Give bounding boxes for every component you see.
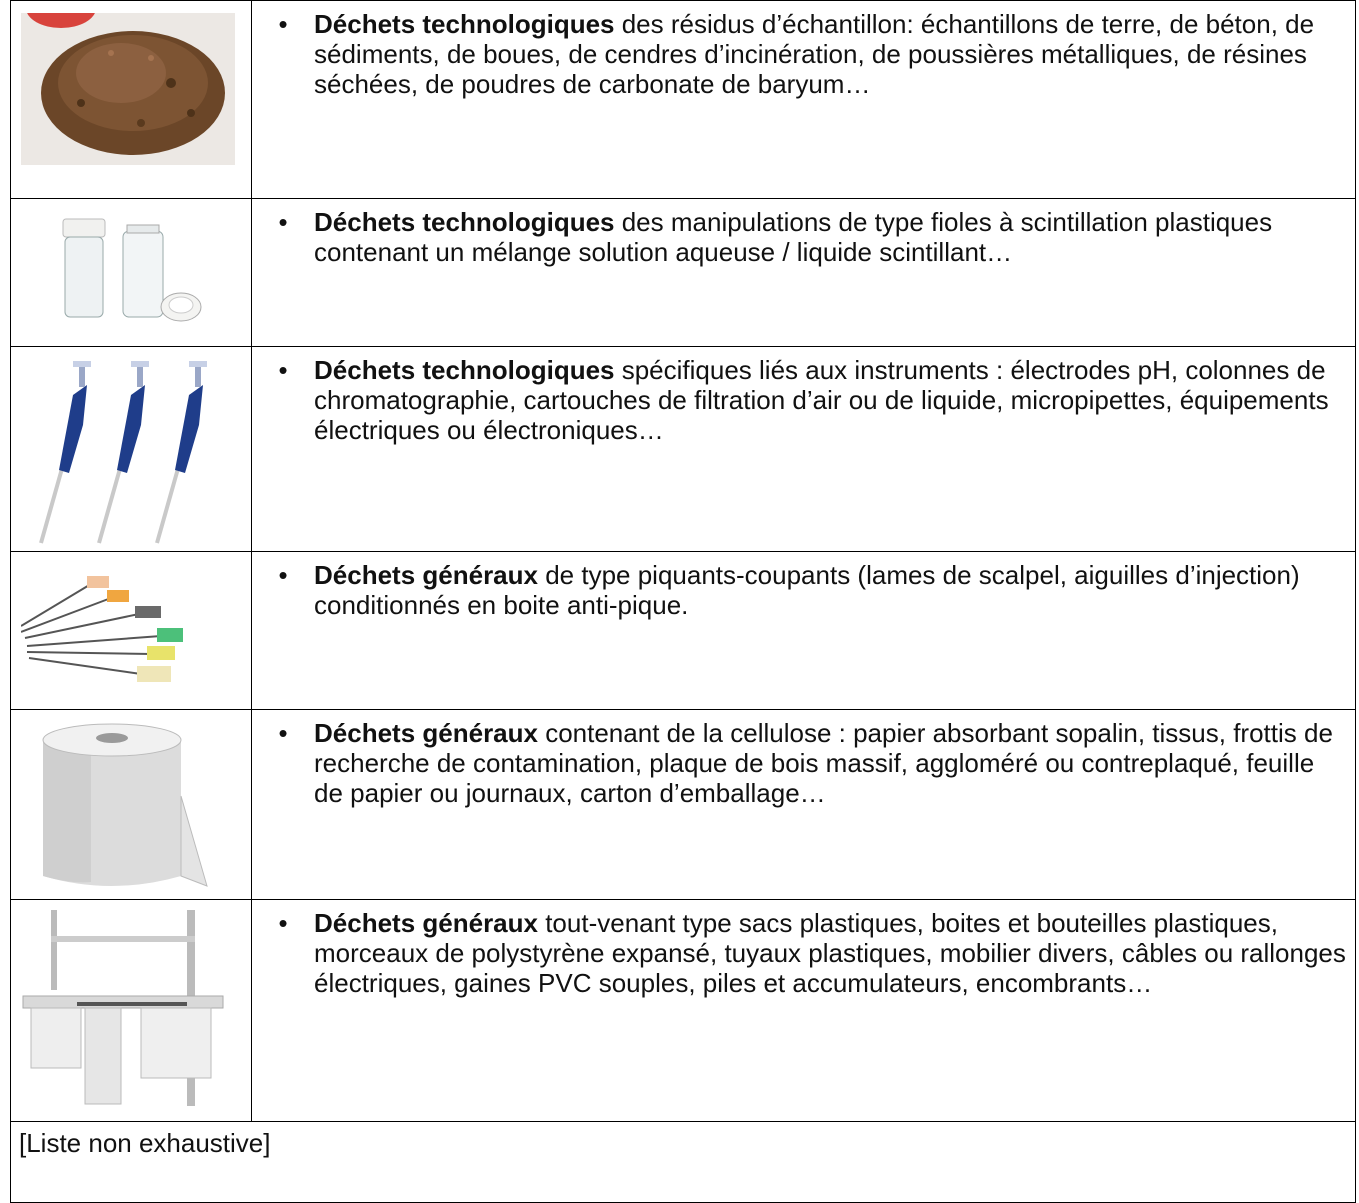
bullet: • — [278, 908, 288, 938]
bullet: • — [278, 560, 288, 590]
table-row: • Déchets technologiques des manipulatio… — [10, 198, 1356, 347]
list-item: • Déchets généraux contenant de la cellu… — [252, 718, 1347, 808]
paper-towel-roll-image — [31, 716, 231, 896]
category-label: Déchets généraux — [314, 908, 538, 938]
category-label: Déchets technologiques — [314, 355, 615, 385]
image-cell — [10, 899, 252, 1122]
table-row: • Déchets généraux de type piquants-coup… — [10, 551, 1356, 710]
list-item: • Déchets technologiques spécifiques lié… — [252, 355, 1347, 445]
bullet: • — [278, 9, 288, 39]
table-row: • Déchets généraux contenant de la cellu… — [10, 709, 1356, 900]
description-text: de type piquants-coupants (lames de scal… — [314, 560, 1300, 620]
description-cell: • Déchets technologiques des résidus d’é… — [251, 0, 1356, 199]
category-label: Déchets technologiques — [314, 9, 615, 39]
injection-needles-image — [21, 566, 221, 696]
description-cell: • Déchets technologiques spécifiques lié… — [251, 346, 1356, 552]
image-cell — [10, 551, 252, 710]
category-label: Déchets généraux — [314, 718, 538, 748]
lab-bench-image — [21, 906, 235, 1116]
description-text: tout-venant type sacs plastiques, boites… — [314, 908, 1346, 998]
bullet: • — [278, 718, 288, 748]
bullet: • — [278, 355, 288, 385]
bullet: • — [278, 207, 288, 237]
list-item: • Déchets généraux tout-venant type sacs… — [252, 908, 1347, 998]
scintillation-vials-image — [41, 211, 221, 331]
category-label: Déchets technologiques — [314, 207, 615, 237]
description-text: des résidus d’échantillon: échantillons … — [314, 9, 1315, 99]
footer-cell: [Liste non exhaustive] — [10, 1121, 1356, 1203]
list-item: • Déchets technologiques des résidus d’é… — [252, 9, 1347, 99]
footer-note: [Liste non exhaustive] — [19, 1128, 271, 1158]
image-cell — [10, 0, 252, 199]
soil-pile-image — [21, 13, 235, 165]
table-row: • Déchets généraux tout-venant type sacs… — [10, 899, 1356, 1122]
description-cell: • Déchets généraux tout-venant type sacs… — [251, 899, 1356, 1122]
pipette-shape — [39, 361, 91, 544]
description-text: des manipulations de type fioles à scint… — [314, 207, 1273, 267]
description-cell: • Déchets technologiques des manipulatio… — [251, 198, 1356, 347]
footer-row: [Liste non exhaustive] — [10, 1121, 1356, 1203]
description-cell: • Déchets généraux contenant de la cellu… — [251, 709, 1356, 900]
micropipettes-image — [21, 355, 231, 545]
table-row: • Déchets technologiques des résidus d’é… — [10, 0, 1356, 199]
description-cell: • Déchets généraux de type piquants-coup… — [251, 551, 1356, 710]
image-cell — [10, 709, 252, 900]
description-text: spécifiques liés aux instruments : élect… — [314, 355, 1329, 445]
image-cell — [10, 346, 252, 552]
waste-table: • Déchets technologiques des résidus d’é… — [10, 0, 1356, 1203]
list-item: • Déchets généraux de type piquants-coup… — [252, 560, 1347, 620]
list-item: • Déchets technologiques des manipulatio… — [252, 207, 1347, 267]
description-text: contenant de la cellulose : papier absor… — [314, 718, 1333, 808]
image-cell — [10, 198, 252, 347]
category-label: Déchets généraux — [314, 560, 538, 590]
table-row: • Déchets technologiques spécifiques lié… — [10, 346, 1356, 552]
